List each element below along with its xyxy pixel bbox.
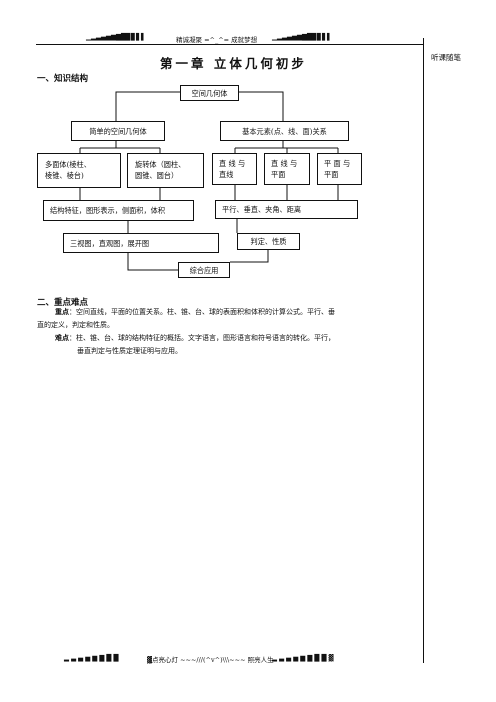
box-judge: 判定、性质 bbox=[237, 233, 300, 250]
footer-left-bar: ▂ ▃ ▄ ▅ ▆ ▇ █ █ bbox=[64, 654, 119, 662]
connector-root-simple bbox=[115, 91, 180, 121]
header-right-bar: ▁▂▃▄▅▆▇█▉▊▋▌ bbox=[272, 33, 332, 41]
box-line-plane: 直 线 与平面 bbox=[264, 153, 310, 185]
box-relations: 平行、垂直、夹角、距离 bbox=[215, 200, 358, 219]
box-root: 空间几何体 bbox=[180, 85, 239, 101]
chapter-title: 第一章 立体几何初步 bbox=[160, 56, 307, 71]
box-line-line: 直 线 与直线 bbox=[212, 153, 257, 185]
section-key-difficult: 二、重点难点 bbox=[37, 298, 89, 308]
box-polyhedron: 多面体(棱柱、棱锥、棱台) bbox=[37, 153, 121, 188]
connector-views-combined bbox=[127, 253, 178, 271]
margin-line bbox=[423, 38, 424, 663]
box-rotation-body: 旋转体（圆柱、圆锥、圆台） bbox=[127, 153, 204, 188]
box-plane-plane: 平 面 与平面 bbox=[317, 153, 362, 185]
key-points-cont: 直的定义，判定和性质。 bbox=[37, 321, 114, 329]
header-slogan: 精诚凝聚 =^_^= 成就梦想 bbox=[176, 36, 258, 44]
header-rule bbox=[36, 44, 423, 45]
footer-right-bar: ▂ ▃ ▄ ▅ ▆ ▇ █ █ ▓ bbox=[272, 654, 334, 662]
connector-root-elements bbox=[239, 91, 284, 121]
box-combined: 综合应用 bbox=[178, 262, 230, 278]
section-knowledge-structure: 一、知识结构 bbox=[37, 74, 89, 84]
difficult-points: 难点：柱、锥、台、球的结构特征的概括。文字语言，图形语言和符号语言的转化。平行， bbox=[55, 333, 335, 342]
box-basic-elements: 基本元素(点、线、面)关系 bbox=[220, 121, 349, 141]
difficult-points-cont: 垂直判定与性质定理证明与应用。 bbox=[77, 347, 182, 355]
box-simple-solid: 简单的空间几何体 bbox=[71, 121, 165, 141]
connector-judge-combined bbox=[230, 250, 269, 263]
footer-text: ▓点亮心灯 ~~~///(^v^)\\\~~~ 照亮人生 bbox=[147, 656, 274, 664]
box-views: 三视图，直观图，展开图 bbox=[63, 233, 219, 253]
header-left-bar: ▁▂▃▄▅▆▇█▉▊▋▌ bbox=[86, 33, 146, 41]
key-points: 重点：空间直线，平面的位置关系。柱、锥、台、球的表面积和体积的计算公式。平行、垂 bbox=[55, 307, 335, 316]
side-note: 听课随笔 bbox=[431, 53, 461, 62]
box-features: 结构特征，图形表示，侧面积，体积 bbox=[43, 200, 194, 221]
